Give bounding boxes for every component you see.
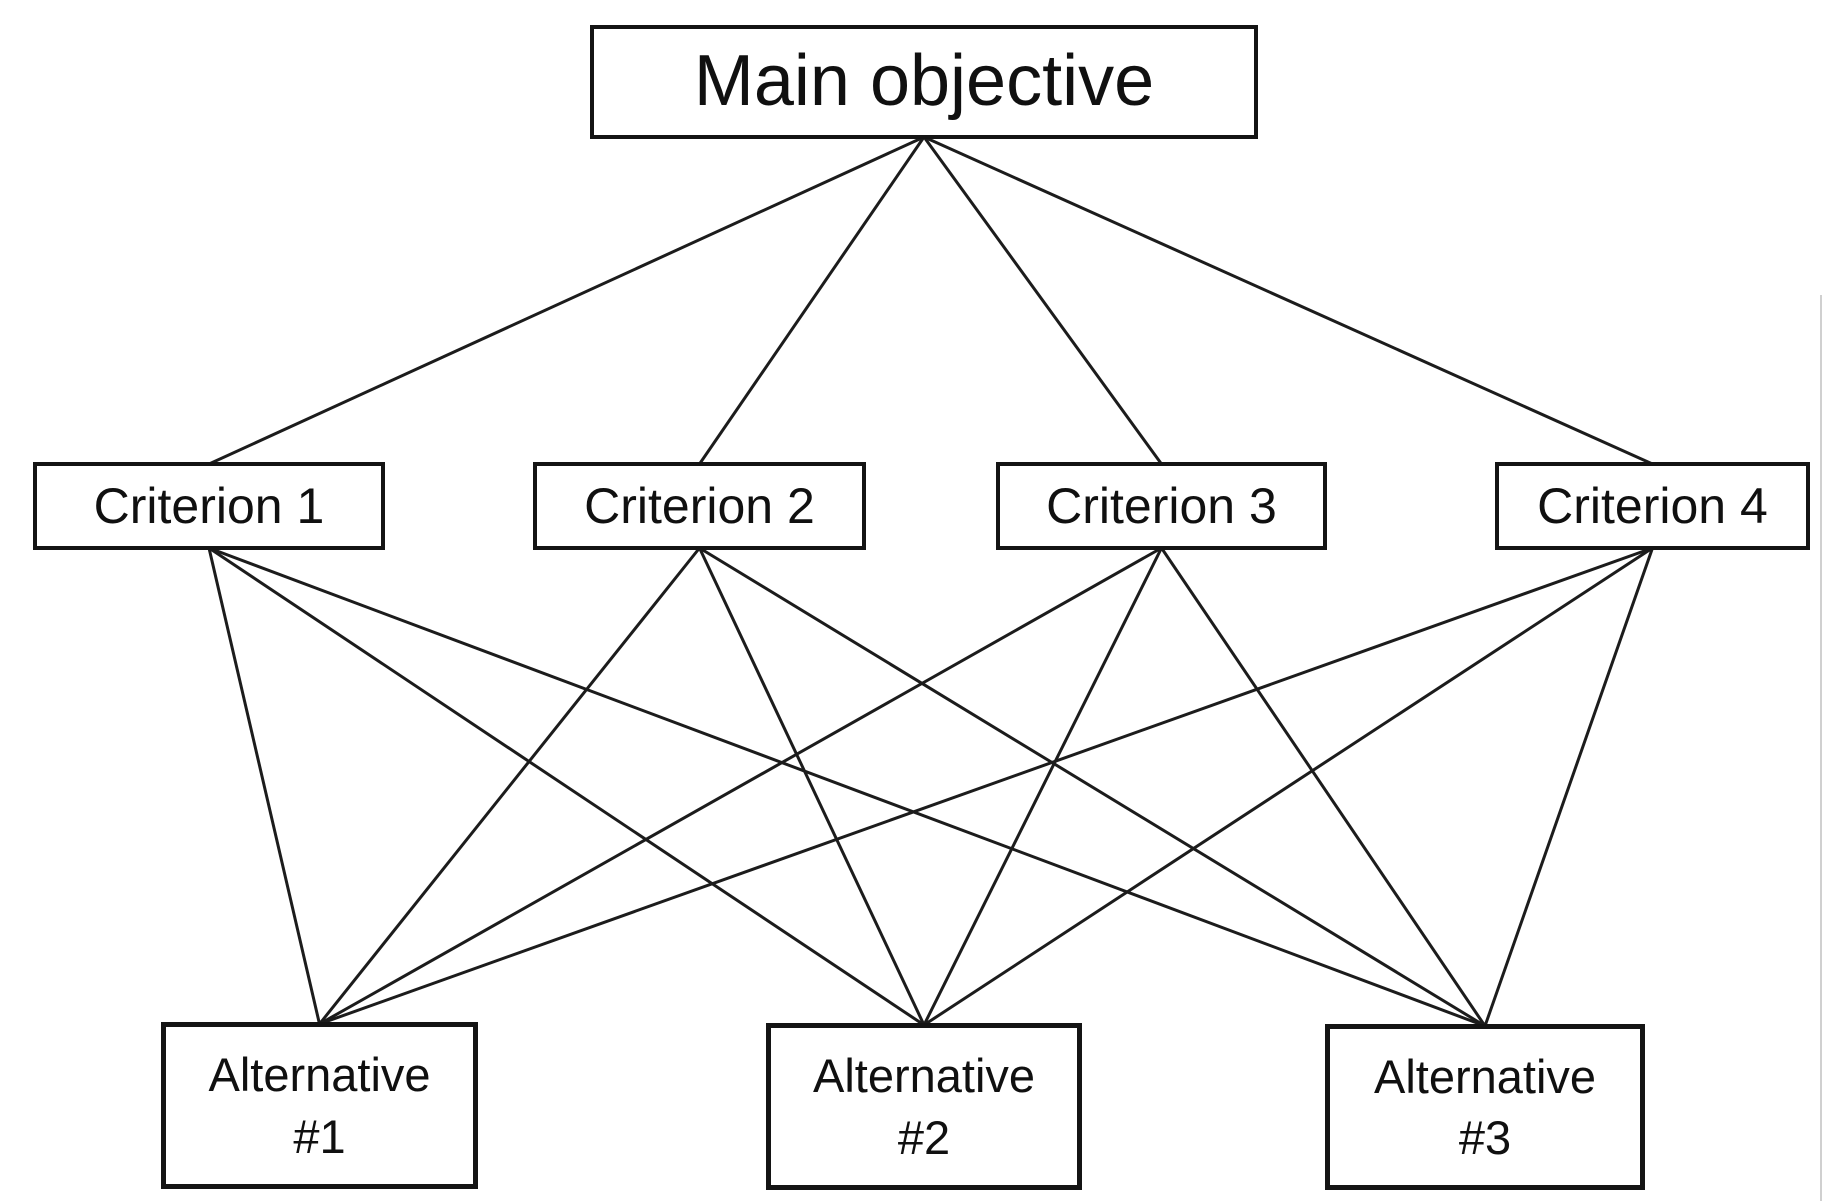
edge-objective-c1: [208, 135, 925, 466]
edge-c1-a1: [207, 547, 321, 1025]
criterion-2-label: Criterion 2: [584, 477, 815, 534]
edge-c1-a3: [208, 546, 1486, 1028]
alternative-1-label-line2: #1: [293, 1109, 346, 1163]
node-criterion-3: Criterion 3: [996, 462, 1327, 550]
node-main-objective: Main objective: [590, 25, 1258, 139]
alternative-3-label-line2: #3: [1458, 1111, 1512, 1164]
alternative-3-label-line1: Alternative: [1373, 1049, 1597, 1103]
edge-c3-a1: [318, 546, 1163, 1026]
scan-artifact-line: [1820, 295, 1822, 1201]
alternative-1-label-line1: Alternative: [208, 1048, 431, 1102]
edge-c4-a2: [923, 546, 1654, 1027]
alternative-2-label-line1: Alternative: [812, 1049, 1036, 1103]
node-alternative-1: Alternative #1: [161, 1022, 478, 1189]
main-objective-label: Main objective: [693, 41, 1155, 122]
edge-c4-a3: [1483, 547, 1654, 1027]
edge-c2-a3: [698, 546, 1486, 1028]
node-criterion-4: Criterion 4: [1495, 462, 1810, 550]
criterion-1-label: Criterion 1: [93, 477, 325, 534]
node-alternative-2: Alternative #2: [766, 1023, 1082, 1190]
edge-objective-c3: [922, 136, 1163, 465]
edge-c2-a2: [698, 547, 926, 1026]
edge-c3-a3: [1160, 547, 1487, 1027]
edge-c4-a1: [318, 546, 1654, 1026]
criterion-4-label: Criterion 4: [1537, 477, 1768, 534]
criterion-3-label: Criterion 3: [1046, 477, 1277, 534]
node-criterion-2: Criterion 2: [533, 462, 866, 550]
node-criterion-1: Criterion 1: [33, 462, 385, 550]
node-alternative-3: Alternative #3: [1325, 1024, 1645, 1190]
edge-c2-a1: [318, 547, 701, 1025]
alternative-2-label-line2: #2: [897, 1110, 951, 1164]
edge-objective-c4: [923, 135, 1654, 466]
edge-c1-a2: [208, 546, 925, 1027]
edge-c3-a2: [922, 547, 1163, 1026]
edge-objective-c2: [698, 136, 926, 465]
